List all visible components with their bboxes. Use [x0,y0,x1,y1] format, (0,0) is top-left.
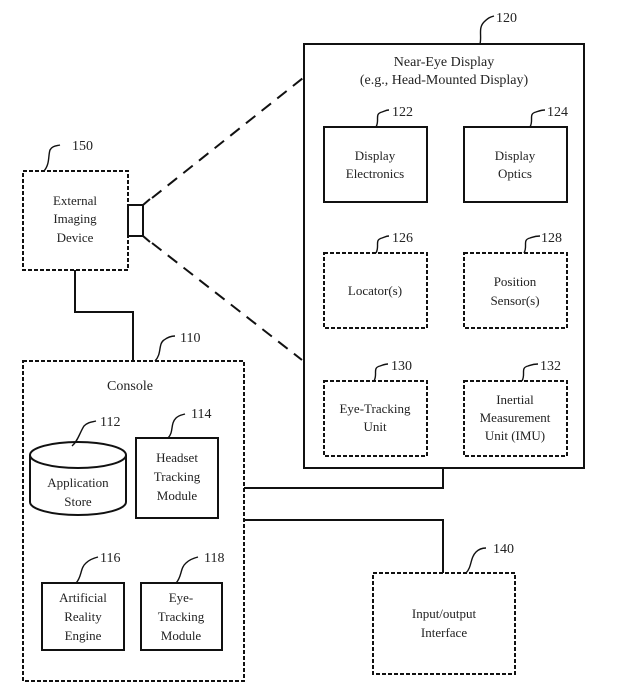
io-interface-label-1: Input/output [412,606,477,621]
display-optics-label-1: Display [495,148,536,163]
imu-label-1: Inertial [496,392,534,407]
leader-line-150 [43,144,61,172]
eye-tracking-unit-label-1: Eye-Tracking [339,401,411,416]
ref-label-120: 120 [496,11,517,26]
eye-tracking-unit-block: Eye-Tracking Unit 130 [323,359,428,457]
display-optics-box [463,126,568,203]
eye-tracking-module-label-1: Eye- [169,590,194,605]
leader-line-118 [175,556,199,584]
io-interface-box [372,572,516,675]
leader-line-130 [373,363,389,382]
leader-line-114 [167,413,186,439]
connector-imaging-console [74,270,134,360]
application-store-label-2: Store [64,494,92,509]
display-electronics-label-2: Electronics [346,166,404,181]
ref-label-116: 116 [100,551,120,566]
artificial-reality-engine-label-3: Engine [65,628,102,643]
external-imaging-device-label-1: External [53,193,97,208]
headset-tracking-module-label-2: Tracking [154,469,201,484]
io-interface-label-2: Interface [421,625,467,640]
leader-line-126 [375,235,390,254]
external-imaging-device-label-3: Device [57,230,94,245]
artificial-reality-engine-block: Artificial Reality Engine 116 [41,551,125,651]
headset-tracking-module-label-3: Module [157,488,198,503]
leader-line-140 [465,547,487,574]
external-imaging-device-block: External Imaging Device 150 [22,139,151,271]
leader-line-132 [521,363,539,382]
connector-console-near-eye-display [244,468,444,489]
leader-line-120 [479,15,495,45]
imu-label-3: Unit (IMU) [485,428,545,443]
position-sensors-label-1: Position [494,274,537,289]
headset-tracking-module-block: Headset Tracking Module 114 [135,407,219,519]
position-sensors-block: Position Sensor(s) 128 [463,231,568,329]
display-electronics-block: Display Electronics 122 [323,105,428,203]
leader-line-116 [75,556,99,584]
application-store-cylinder-top [29,441,127,469]
lens-edge-bottom [142,235,151,243]
eye-tracking-module-label-3: Module [161,628,202,643]
display-electronics-box [323,126,428,203]
application-store-label-1: Application [47,475,109,490]
locators-label: Locator(s) [348,283,402,298]
ref-label-150: 150 [72,139,93,154]
imu-box [463,380,568,457]
locators-box [323,252,428,329]
external-imaging-device-label-2: Imaging [53,211,97,226]
ref-label-140: 140 [493,542,514,557]
imu-block: Inertial Measurement Unit (IMU) 132 [463,359,568,457]
io-interface-block: Input/output Interface 140 [372,542,516,675]
artificial-reality-engine-label-2: Reality [64,609,102,624]
position-sensors-label-2: Sensor(s) [490,293,539,308]
ref-label-118: 118 [204,551,224,566]
eye-tracking-unit-label-2: Unit [363,419,387,434]
near-eye-display-block: Near-Eye Display (e.g., Head-Mounted Dis… [303,11,585,469]
leader-line-124 [529,109,546,128]
ref-label-124: 124 [547,105,568,120]
field-of-view-line-upper [151,77,304,199]
eye-tracking-module-block: Eye- Tracking Module 118 [140,551,224,651]
headset-tracking-module-box [135,437,219,519]
application-store-cylinder-body [29,455,127,516]
near-eye-display-subtitle: (e.g., Head-Mounted Display) [360,73,529,88]
ref-label-112: 112 [100,415,120,430]
artificial-reality-engine-box [41,582,125,651]
position-sensors-box [463,252,568,329]
artificial-reality-engine-label-1: Artificial [59,590,107,605]
display-electronics-label-1: Display [355,148,396,163]
leader-line-110 [154,335,176,362]
console-title: Console [107,379,153,394]
ref-label-114: 114 [191,407,211,422]
near-eye-display-title: Near-Eye Display [394,55,494,70]
ref-label-128: 128 [541,231,562,246]
display-optics-block: Display Optics 124 [463,105,568,203]
camera-lens-icon [127,204,144,237]
leader-line-128 [523,235,541,254]
eye-tracking-module-box [140,582,223,651]
connector-console-io-interface [244,519,444,573]
ref-label-130: 130 [391,359,412,374]
console-block: Console 110 Application Store 112 Headse… [22,331,245,682]
application-store-block: Application Store 112 [29,415,127,516]
display-optics-label-2: Optics [498,166,532,181]
ref-label-122: 122 [392,105,413,120]
ref-label-110: 110 [180,331,200,346]
field-of-view-line-lower [151,242,303,361]
eye-tracking-module-label-2: Tracking [158,609,205,624]
lens-edge-top [142,198,151,206]
imu-label-2: Measurement [480,410,551,425]
locators-block: Locator(s) 126 [323,231,428,329]
ref-label-132: 132 [540,359,561,374]
leader-line-122 [375,109,390,128]
leader-line-112 [71,420,97,447]
eye-tracking-unit-box [323,380,428,457]
headset-tracking-module-label-1: Headset [156,450,198,465]
ref-label-126: 126 [392,231,413,246]
